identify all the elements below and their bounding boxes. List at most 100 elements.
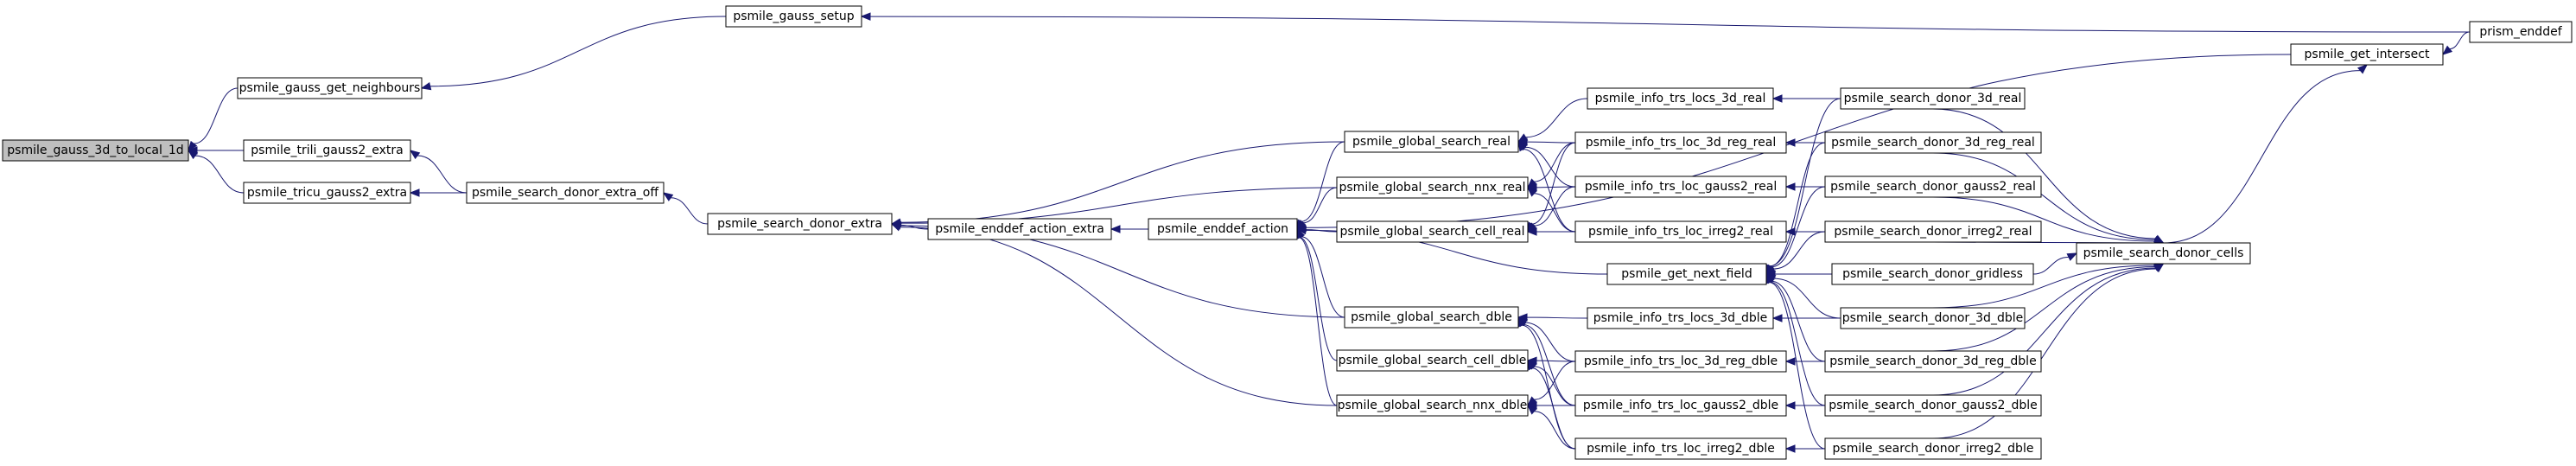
node-label: psmile_info_trs_loc_gauss2_real [1585,180,1778,194]
call-edge [1765,273,1841,319]
function-node[interactable]: psmile_tricu_gauss2_extra [243,182,411,204]
node-label: psmile_gauss_setup [733,10,854,23]
arrowhead-icon [1784,138,1796,147]
function-node[interactable]: psmile_gauss_setup [725,5,862,28]
arrowhead-icon [1110,225,1121,233]
call-edge-line [900,187,1338,224]
function-node[interactable]: psmile_search_donor_gauss2_real [1824,176,2042,198]
function-node[interactable]: psmile_gauss_get_neighbours [237,77,423,99]
node-label: psmile_search_donor_3d_real [1844,92,2022,105]
function-node[interactable]: psmile_enddef_action [1148,218,1298,240]
call-edge-line [1534,142,1576,182]
function-node[interactable]: psmile_info_trs_loc_3d_reg_dble [1574,350,1787,373]
call-edge-line [1299,237,1338,406]
call-edge-line [1299,237,1338,361]
function-node[interactable]: psmile_info_trs_locs_3d_real [1587,87,1774,110]
function-node[interactable]: psmile_get_intersect [2290,43,2444,66]
function-node[interactable]: psmile_search_donor_3d_reg_dble [1824,350,2042,373]
call-edge-line [1534,366,1576,406]
call-edge-line [1773,231,1826,270]
function-node[interactable]: psmile_search_donor_3d_reg_real [1824,131,2042,154]
node-box [1824,176,2042,198]
call-edge-line [900,227,1338,406]
arrowhead-icon [1527,405,1537,415]
node-box [1824,131,2042,154]
node-label: psmile_info_trs_loc_irreg2_real [1588,225,1773,239]
function-node[interactable]: psmile_get_next_field [1606,263,1767,285]
arrowhead-icon [2357,64,2369,74]
node-label: psmile_info_trs_loc_irreg2_dble [1587,442,1775,456]
function-node[interactable]: psmile_enddef_action_extra [927,218,1112,240]
function-node[interactable]: psmile_info_trs_loc_irreg2_dble [1574,437,1787,460]
call-nodes: psmile_gauss_3d_to_local_1d psmile_gauss_… [2,5,2573,460]
arrowhead-icon [2066,252,2078,261]
node-box [1574,131,1787,154]
arrowhead-icon [409,188,420,197]
node-box [1574,350,1787,373]
function-node[interactable]: psmile_info_trs_locs_3d_dble [1587,307,1774,329]
call-edge-line [1531,142,1576,225]
node-label: prism_enddef [2479,25,2562,39]
node-box [1574,176,1787,198]
call-edge [409,150,467,194]
node-label: psmile_search_donor_extra [717,217,882,231]
function-node[interactable]: psmile_search_donor_gridless [1831,263,2034,285]
node-box [2469,21,2573,43]
node-box [243,182,411,204]
function-node[interactable]: psmile_info_trs_loc_gauss2_real [1574,176,1787,198]
node-label: psmile_global_search_real [1352,135,1511,149]
call-edge [1765,272,1826,406]
function-node[interactable]: psmile_search_donor_irreg2_dble [1824,437,2042,460]
function-node[interactable]: psmile_info_trs_loc_3d_reg_real [1574,131,1787,154]
arrowhead-icon [662,192,674,201]
function-node[interactable]: psmile_global_search_cell_real [1336,220,1529,243]
call-edge-line [1932,196,2155,242]
function-node[interactable]: psmile_search_donor_3d_real [1840,87,2026,110]
function-node[interactable]: psmile_global_search_cell_dble [1336,349,1529,372]
function-node[interactable]: psmile_global_search_nnx_dble [1336,394,1529,417]
call-edge [1527,405,1576,450]
node-box [1336,220,1529,243]
call-edge [1527,359,1576,450]
arrowhead-icon [2153,263,2165,273]
call-edge-line [1773,278,1841,319]
node-label: psmile_get_intersect [2305,48,2430,61]
arrowhead-icon [187,150,199,160]
node-box [1574,394,1787,417]
node-label: psmile_tricu_gauss2_extra [247,186,407,200]
function-node[interactable]: psmile_search_donor_3d_dble [1840,307,2026,329]
call-edge-line [429,16,727,87]
call-edge [420,16,727,91]
call-edge [1784,357,1825,366]
function-node[interactable]: psmile_info_trs_loc_gauss2_dble [1574,394,1787,417]
function-node[interactable]: psmile_global_search_real [1344,131,1519,153]
function-node[interactable]: psmile_search_donor_cells [2076,242,2251,265]
call-edge [890,141,1345,227]
function-node[interactable]: psmile_search_donor_gauss2_dble [1824,394,2042,417]
function-node[interactable]: psmile_global_search_nnx_real [1336,176,1529,199]
node-box [466,182,665,204]
function-node[interactable]: psmile_info_trs_loc_irreg2_real [1574,220,1787,243]
function-node[interactable]: psmile_search_donor_extra [707,213,893,235]
arrowhead-icon [1517,140,1527,152]
function-node[interactable]: psmile_search_donor_irreg2_real [1824,220,2042,243]
call-edge-line [1534,361,1576,400]
function-node[interactable]: psmile_trili_gauss2_extra [243,139,411,162]
root-function-node[interactable]: psmile_gauss_3d_to_local_1d [2,139,189,162]
node-box [1344,131,1519,153]
arrowhead-icon [1527,359,1536,371]
node-label: psmile_search_donor_cells [2083,246,2244,260]
node-label: psmile_search_donor_irreg2_real [1834,225,2032,239]
node-label: psmile_search_donor_gridless [1842,267,2023,281]
call-edge-line [1770,281,1826,406]
arrowhead-icon [1784,444,1796,453]
node-label: psmile_search_donor_extra_off [472,186,658,200]
node-label: psmile_search_donor_3d_dble [1842,311,2023,325]
call-edge-line [1524,146,1576,188]
call-edge-line [1770,142,1826,267]
function-node[interactable]: psmile_global_search_dble [1344,306,1519,329]
node-box [725,5,862,28]
call-edge-line [671,197,709,225]
function-node[interactable]: psmile_search_donor_extra_off [466,182,665,204]
function-node[interactable]: prism_enddef [2469,21,2573,43]
